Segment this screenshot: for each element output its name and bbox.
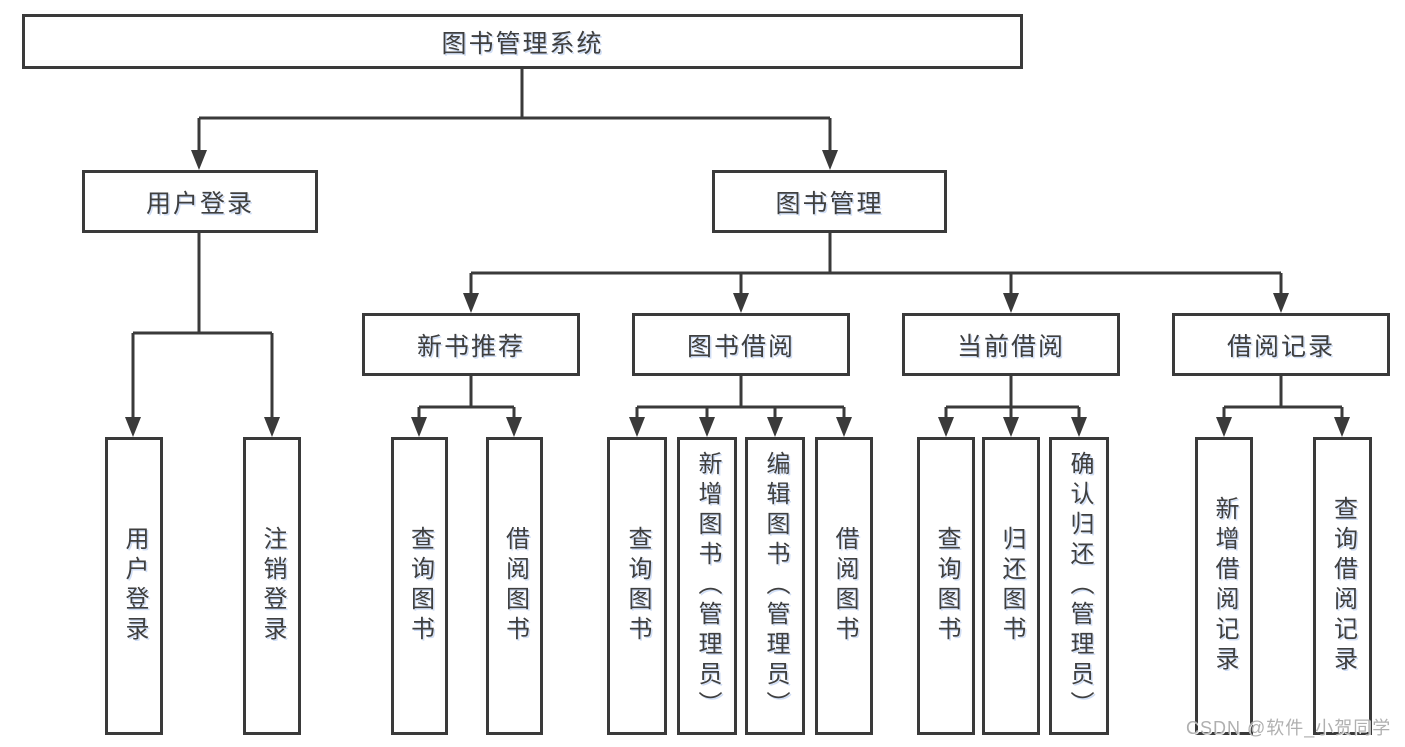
node-book-management: 图书管理 — [712, 170, 947, 233]
leaf-add-book-admin: 新增图书（管理员） — [677, 437, 737, 735]
node-label: 借阅图书 — [831, 526, 858, 646]
leaf-query-book-recommend: 查询图书 — [391, 437, 448, 735]
leaf-confirm-return-admin: 确认归还（管理员） — [1049, 437, 1109, 735]
leaf-edit-book-admin: 编辑图书（管理员） — [745, 437, 805, 735]
node-label: 图书管理 — [775, 189, 884, 218]
node-label: 归还图书 — [998, 526, 1025, 646]
node-label: 用户登录 — [145, 189, 254, 218]
node-label: 新增借阅记录 — [1211, 496, 1238, 676]
leaf-query-book-current: 查询图书 — [917, 437, 975, 735]
csdn-watermark: CSDN @软件_小贺同学 — [1186, 718, 1392, 738]
node-new-book-recommend: 新书推荐 — [362, 313, 580, 376]
node-root-system: 图书管理系统 — [22, 14, 1023, 69]
leaf-logout: 注销登录 — [243, 437, 301, 735]
node-label: 当前借阅 — [956, 332, 1065, 361]
node-label: 查询图书 — [624, 526, 651, 646]
node-label: 确认归还（管理员） — [1066, 451, 1093, 721]
node-label: 查询图书 — [933, 526, 960, 646]
node-current-borrow: 当前借阅 — [902, 313, 1120, 376]
node-label: 用户登录 — [121, 526, 148, 646]
node-label: 新增图书（管理员） — [694, 451, 721, 721]
leaf-return-book: 归还图书 — [982, 437, 1040, 735]
leaf-borrow-book: 借阅图书 — [815, 437, 873, 735]
node-label: 借阅记录 — [1226, 332, 1335, 361]
node-label: 注销登录 — [259, 526, 286, 646]
node-label: 图书管理系统 — [441, 29, 604, 58]
node-label: 编辑图书（管理员） — [762, 451, 789, 721]
node-borrow-records: 借阅记录 — [1172, 313, 1390, 376]
node-label: 查询借阅记录 — [1329, 496, 1357, 676]
node-label: 借阅图书 — [501, 526, 529, 646]
leaf-query-borrow-record: 查询借阅记录 — [1313, 437, 1372, 735]
leaf-query-book-borrow: 查询图书 — [607, 437, 667, 735]
node-label: 新书推荐 — [416, 332, 525, 361]
node-label: 图书借阅 — [686, 332, 795, 361]
leaf-user-login: 用户登录 — [105, 437, 163, 735]
node-label: 查询图书 — [406, 526, 434, 646]
node-book-borrow: 图书借阅 — [632, 313, 850, 376]
node-user-login: 用户登录 — [82, 170, 318, 233]
leaf-add-borrow-record: 新增借阅记录 — [1195, 437, 1253, 735]
leaf-borrow-book-recommend: 借阅图书 — [486, 437, 543, 735]
